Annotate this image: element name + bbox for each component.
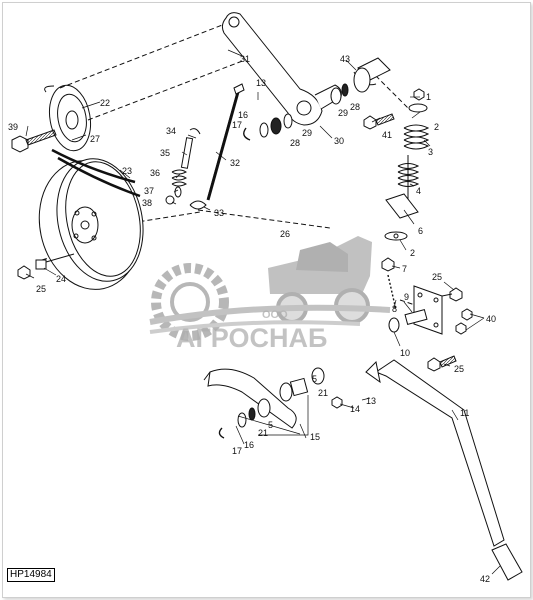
callout: 21: [318, 388, 328, 398]
callout: 26: [280, 229, 290, 239]
watermark-brand-text: АГРОСНАБ: [176, 323, 327, 353]
callout: 28: [350, 102, 360, 112]
plate-9: [388, 285, 443, 335]
callout-labels: 1 2 2 3 4 5 5 6 7 8 9 10 11 13 13 14 15 …: [8, 54, 496, 584]
callout: 39: [8, 122, 18, 132]
callout: 2: [410, 248, 415, 258]
callout: 6: [418, 226, 423, 236]
callout: 24: [56, 274, 66, 284]
callout: 30: [334, 136, 344, 146]
callout: 3: [428, 147, 433, 157]
bushings-28-29: [243, 83, 349, 141]
callout: 8: [392, 304, 397, 314]
rod-32: [189, 83, 245, 210]
callout: 25: [454, 364, 464, 374]
belt-27: [51, 148, 136, 184]
spring-stack-3-4: [397, 88, 430, 205]
callout: 33: [214, 208, 224, 218]
callout: 13: [256, 78, 266, 88]
callout: 42: [480, 574, 490, 584]
callout: 35: [160, 148, 170, 158]
pedal-pad-42: [491, 543, 523, 581]
callout: 11: [460, 408, 469, 418]
callout: 2: [434, 122, 439, 132]
callout: 29: [302, 128, 312, 138]
figure-id-label: HP14984: [7, 568, 55, 582]
bolt-41: [363, 113, 395, 130]
callout: 5: [312, 374, 317, 384]
callout: 34: [166, 126, 176, 136]
callout: 36: [150, 168, 160, 178]
arm-30: [221, 12, 342, 126]
callout: 1: [426, 92, 431, 102]
callout: 9: [404, 292, 409, 302]
callout: 13: [366, 396, 376, 406]
lower-link-15: [203, 367, 343, 439]
callout: 14: [350, 404, 360, 414]
callout: 28: [290, 138, 300, 148]
callout: 27: [90, 134, 100, 144]
callout: 40: [486, 314, 496, 324]
watermark-logo: ООО АГРОСНАБ: [149, 236, 391, 353]
callout: 38: [142, 198, 152, 208]
callout: 4: [416, 186, 421, 196]
leader-lines: [25, 49, 501, 575]
callout: 17: [232, 446, 242, 456]
callout: 17: [232, 120, 242, 130]
callout: 22: [100, 98, 110, 108]
callout: 29: [338, 108, 348, 118]
pedal-arm-11: [365, 359, 505, 547]
idler-pulley-22: [44, 84, 92, 152]
bracket-43: [353, 57, 391, 93]
callout: 31: [240, 54, 250, 64]
callout: 7: [402, 264, 407, 274]
callout: 5: [268, 420, 273, 430]
bolt-39: [11, 129, 57, 153]
callout: 32: [230, 158, 240, 168]
callout: 25: [36, 284, 46, 294]
spring-36: [165, 128, 201, 205]
drive-pulley-23: [38, 158, 144, 290]
callout: 16: [238, 110, 248, 120]
callout: 15: [310, 432, 320, 442]
callout: 10: [400, 348, 410, 358]
callout: 43: [340, 54, 350, 64]
nut-40: [461, 308, 473, 321]
nut-7: [381, 257, 395, 272]
callout: 41: [382, 130, 392, 140]
bracket-6: [385, 193, 419, 219]
callout: 21: [258, 428, 268, 438]
callout: 25: [432, 272, 442, 282]
callout: 23: [122, 166, 132, 176]
callout: 37: [144, 186, 154, 196]
watermark-small-text: ООО: [262, 309, 288, 321]
callout: 16: [244, 440, 254, 450]
